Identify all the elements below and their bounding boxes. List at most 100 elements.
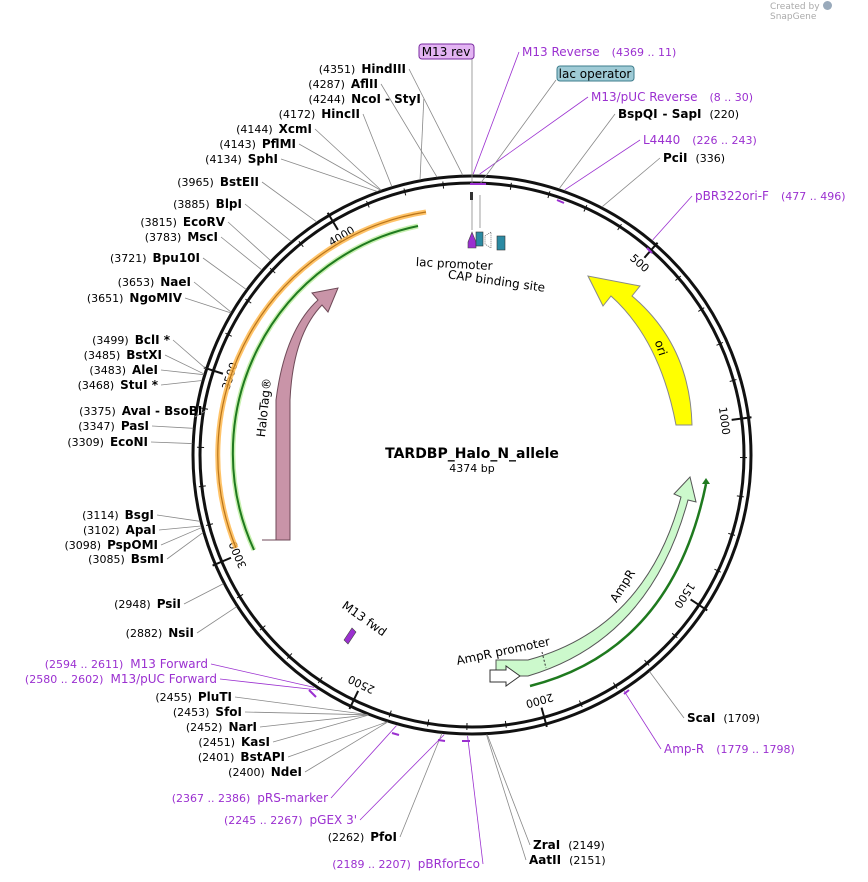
enzyme-site-position: (3102) [83,524,120,537]
enzyme-label-pasi: PasI [121,419,149,433]
enzyme-leader-line [194,410,206,418]
enzyme-label-aatii: AatII [529,853,561,867]
enzyme-label-extra: - StyI [385,92,421,106]
enzyme-leader-line [193,281,232,313]
ruler-minor-tick [269,267,276,274]
enzyme-label-pflmi: PflMI [262,137,296,151]
enzyme-site-position: (2452) [186,721,223,734]
ruler-minor-tick [728,532,736,536]
primer-leader-line [359,734,445,821]
primer-range: (2189 .. 2207) [332,858,411,871]
enzyme-leader-line [558,113,616,190]
primer-range: (477 .. 496) [781,190,846,203]
primer-leader-line [623,690,662,750]
enzyme-label-aflii: AflII [351,77,378,91]
enzyme-label-pluti: PluTI [198,690,232,704]
enzyme-site-position: (3965) [177,176,214,189]
primer-leader-line [652,195,693,241]
enzyme-label-pfoi: PfoI [370,830,397,844]
enzyme-site-position: (3815) [140,216,177,229]
primer-label: M13 Reverse [522,45,600,59]
halotag-arrow [262,287,339,541]
enzyme-leader-line [183,583,224,605]
feature-arrows [215,183,710,742]
enzyme-leader-line [244,711,368,716]
enzyme-leader-line [227,221,271,261]
enzyme-site-position: (2262) [328,831,365,844]
green-feature-arc-core [231,225,419,551]
ruler-major-tick [326,212,339,231]
construct-length: 4374 bp [449,462,494,475]
enzyme-leader-line [380,83,438,178]
enzyme-site-position: (220) [710,108,740,121]
enzyme-label-bsmi: BsmI [131,552,164,566]
enzyme-label-econi: EcoNI [110,435,148,449]
primer-leader-line [472,51,520,175]
ruler-minor-tick [509,182,512,190]
enzyme-label-bcli: BclI * [135,333,171,347]
ruler-tick-label: 2500 [346,672,377,696]
enzyme-site-position: (4172) [279,108,316,121]
enzyme-label-naei: NaeI [160,275,191,289]
primer-leader-line [210,663,315,688]
ruler-minor-tick [671,632,678,639]
enzyme-leader-line [419,98,425,180]
ruler-minor-tick [427,719,430,727]
enzyme-site-position: (2453) [173,706,210,719]
ruler-major-tick [348,690,360,710]
enzyme-label-bsgi: BsgI [125,508,154,522]
enzyme-leader-line [649,671,685,719]
enzyme-label-extra: - SapI [663,107,702,121]
enzyme-site-position: (3721) [110,252,147,265]
enzyme-label-bspqi: BspQI [618,107,658,121]
enzyme-site-position: (4134) [205,153,242,166]
watermark-prefix: Created by [770,2,820,12]
ruler-minor-tick [583,204,588,212]
enzyme-label-hincii: HincII [321,107,360,121]
ruler-minor-tick [714,568,721,573]
primer-label: M13/pUC Reverse [591,90,698,104]
enzyme-leader-line [244,203,292,242]
enzyme-leader-line [287,721,388,758]
enzyme-label-pcii: PciI [663,151,688,165]
ruler-major-tick [203,366,224,375]
enzyme-leader-line [272,714,369,743]
enzyme-label-bsteii: BstEII [220,175,259,189]
lac-operator-box-label: lac operator [559,67,632,81]
primer-range: (1779 .. 1798) [716,743,795,756]
primer-mark-m13-forward [308,689,317,698]
cap-site-label: CAP binding site [447,267,546,294]
ampr-promoter-divider [541,651,547,669]
ruler-minor-tick [547,191,551,199]
cap-site-box [475,231,484,247]
enzyme-leader-line [151,425,194,429]
ruler-minor-tick [504,720,507,728]
enzyme-site-position: (3098) [64,539,101,552]
orange-feature-arc-core [217,211,427,549]
primer-label: Amp-R [664,742,704,756]
ruler-tick-label: 1000 [716,406,733,435]
enzyme-site-position: (336) [696,152,726,165]
enzyme-site-position: (2400) [228,766,265,779]
m13-rev-box-label: M13 rev [422,45,471,59]
enzyme-leader-line [160,527,202,546]
enzyme-label-msci: MscI [187,230,218,244]
ruler-major-tick [643,242,659,259]
construct-title: TARDBP_Halo_N_allele [385,446,559,462]
enzyme-label-psii: PsiI [157,597,181,611]
enzyme-label-ecorv: EcoRV [183,215,226,229]
primer-range: (2367 .. 2386) [172,792,251,805]
enzyme-label-bpu10i: Bpu10I [153,251,200,265]
enzyme-site-position: (4351) [319,63,356,76]
enzyme-site-position: (1709) [723,712,760,725]
primer-leader-line [564,139,641,191]
enzyme-site-position: (2948) [114,598,151,611]
primer-mark-ampr [623,689,630,695]
primer-label: M13 Forward [130,657,208,671]
ruler-minor-tick [736,495,744,498]
primer-range: (2594 .. 2611) [45,658,124,671]
ampr-promoter-arrow [489,665,521,687]
enzyme-site-position: (3375) [79,405,116,418]
enzyme-site-position: (4244) [309,93,346,106]
